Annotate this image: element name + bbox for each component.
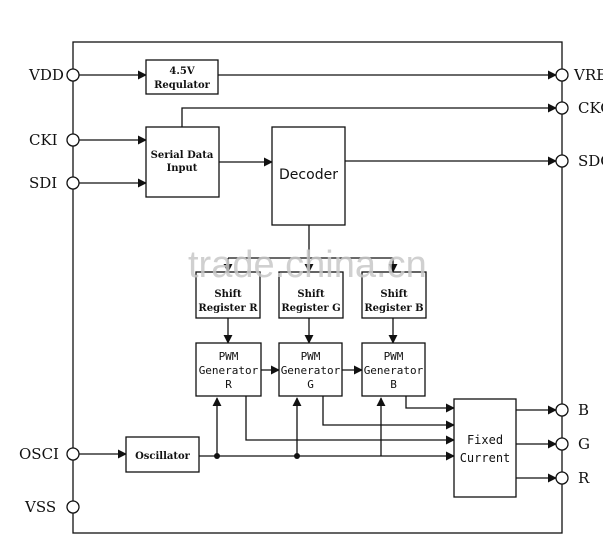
svg-text:Fixed: Fixed [467, 433, 503, 447]
shift-register-r-block: Shift Register R [195, 271, 261, 319]
pwm-generator-r-block: PWM Generator R [195, 342, 262, 397]
watermark: trade.china.cn [188, 244, 427, 286]
svg-text:Requlator: Requlator [154, 80, 211, 91]
svg-text:Shift: Shift [297, 289, 325, 300]
decoder-block: Decoder [271, 126, 346, 226]
svg-text:VDD: VDD [28, 66, 64, 84]
svg-text:Shift: Shift [380, 289, 408, 300]
regulator-block: 4.5V Requlator [145, 59, 219, 95]
svg-text:Register G: Register G [281, 303, 340, 314]
fixed-current-block: Fixed Current [453, 398, 517, 498]
shift-register-g-block: Shift Register G [278, 271, 344, 319]
chip-outline [72, 41, 563, 534]
svg-text:Generator: Generator [281, 364, 341, 377]
pin-sdi: SDI [29, 174, 80, 192]
svg-text:VREF: VREF [573, 66, 603, 84]
pin-sdo: SDO [555, 152, 603, 170]
svg-text:R: R [225, 378, 232, 391]
svg-text:SDO: SDO [578, 152, 603, 170]
pwm-generator-g-block: PWM Generator G [278, 342, 343, 397]
svg-text:Generator: Generator [199, 364, 259, 377]
svg-text:Shift: Shift [214, 289, 242, 300]
svg-text:Generator: Generator [364, 364, 424, 377]
pin-vdd: VDD [28, 66, 80, 84]
pin-osci: OSCI [19, 445, 80, 463]
svg-text:Input: Input [167, 163, 198, 174]
svg-text:B: B [578, 401, 589, 419]
pwm-generator-b-block: PWM Generator B [361, 342, 426, 397]
svg-text:SDI: SDI [29, 174, 57, 192]
pin-r: R [555, 469, 590, 487]
wires [79, 70, 557, 483]
svg-text:Decoder: Decoder [279, 167, 338, 183]
svg-text:PWM: PWM [384, 350, 404, 363]
svg-text:Serial Data: Serial Data [151, 150, 214, 161]
svg-text:VSS: VSS [24, 498, 56, 516]
pin-b: B [555, 401, 589, 419]
svg-text:OSCI: OSCI [19, 445, 59, 463]
svg-text:PWM: PWM [301, 350, 321, 363]
pin-g: G [555, 435, 590, 453]
junction-dot [294, 453, 300, 459]
svg-text:CKI: CKI [29, 131, 58, 149]
pin-cko: CKO [555, 99, 603, 117]
svg-text:B: B [390, 378, 397, 391]
svg-text:Register B: Register B [364, 303, 423, 314]
pin-cki: CKI [29, 131, 80, 149]
pin-vref: VREF [555, 66, 603, 84]
shift-register-b-block: Shift Register B [361, 271, 427, 319]
svg-text:Current: Current [460, 451, 511, 465]
pin-vss: VSS [24, 498, 80, 516]
svg-text:Oscillator: Oscillator [135, 451, 191, 462]
svg-text:G: G [578, 435, 590, 453]
svg-text:Register R: Register R [198, 303, 258, 314]
svg-text:CKO: CKO [578, 99, 603, 117]
svg-text:4.5V: 4.5V [169, 66, 194, 77]
oscillator-block: Oscillator [125, 436, 200, 473]
svg-text:PWM: PWM [219, 350, 239, 363]
svg-text:R: R [578, 469, 590, 487]
svg-text:G: G [307, 378, 314, 391]
serial-data-input-block: Serial Data Input [145, 126, 220, 198]
junction-dot [214, 453, 220, 459]
